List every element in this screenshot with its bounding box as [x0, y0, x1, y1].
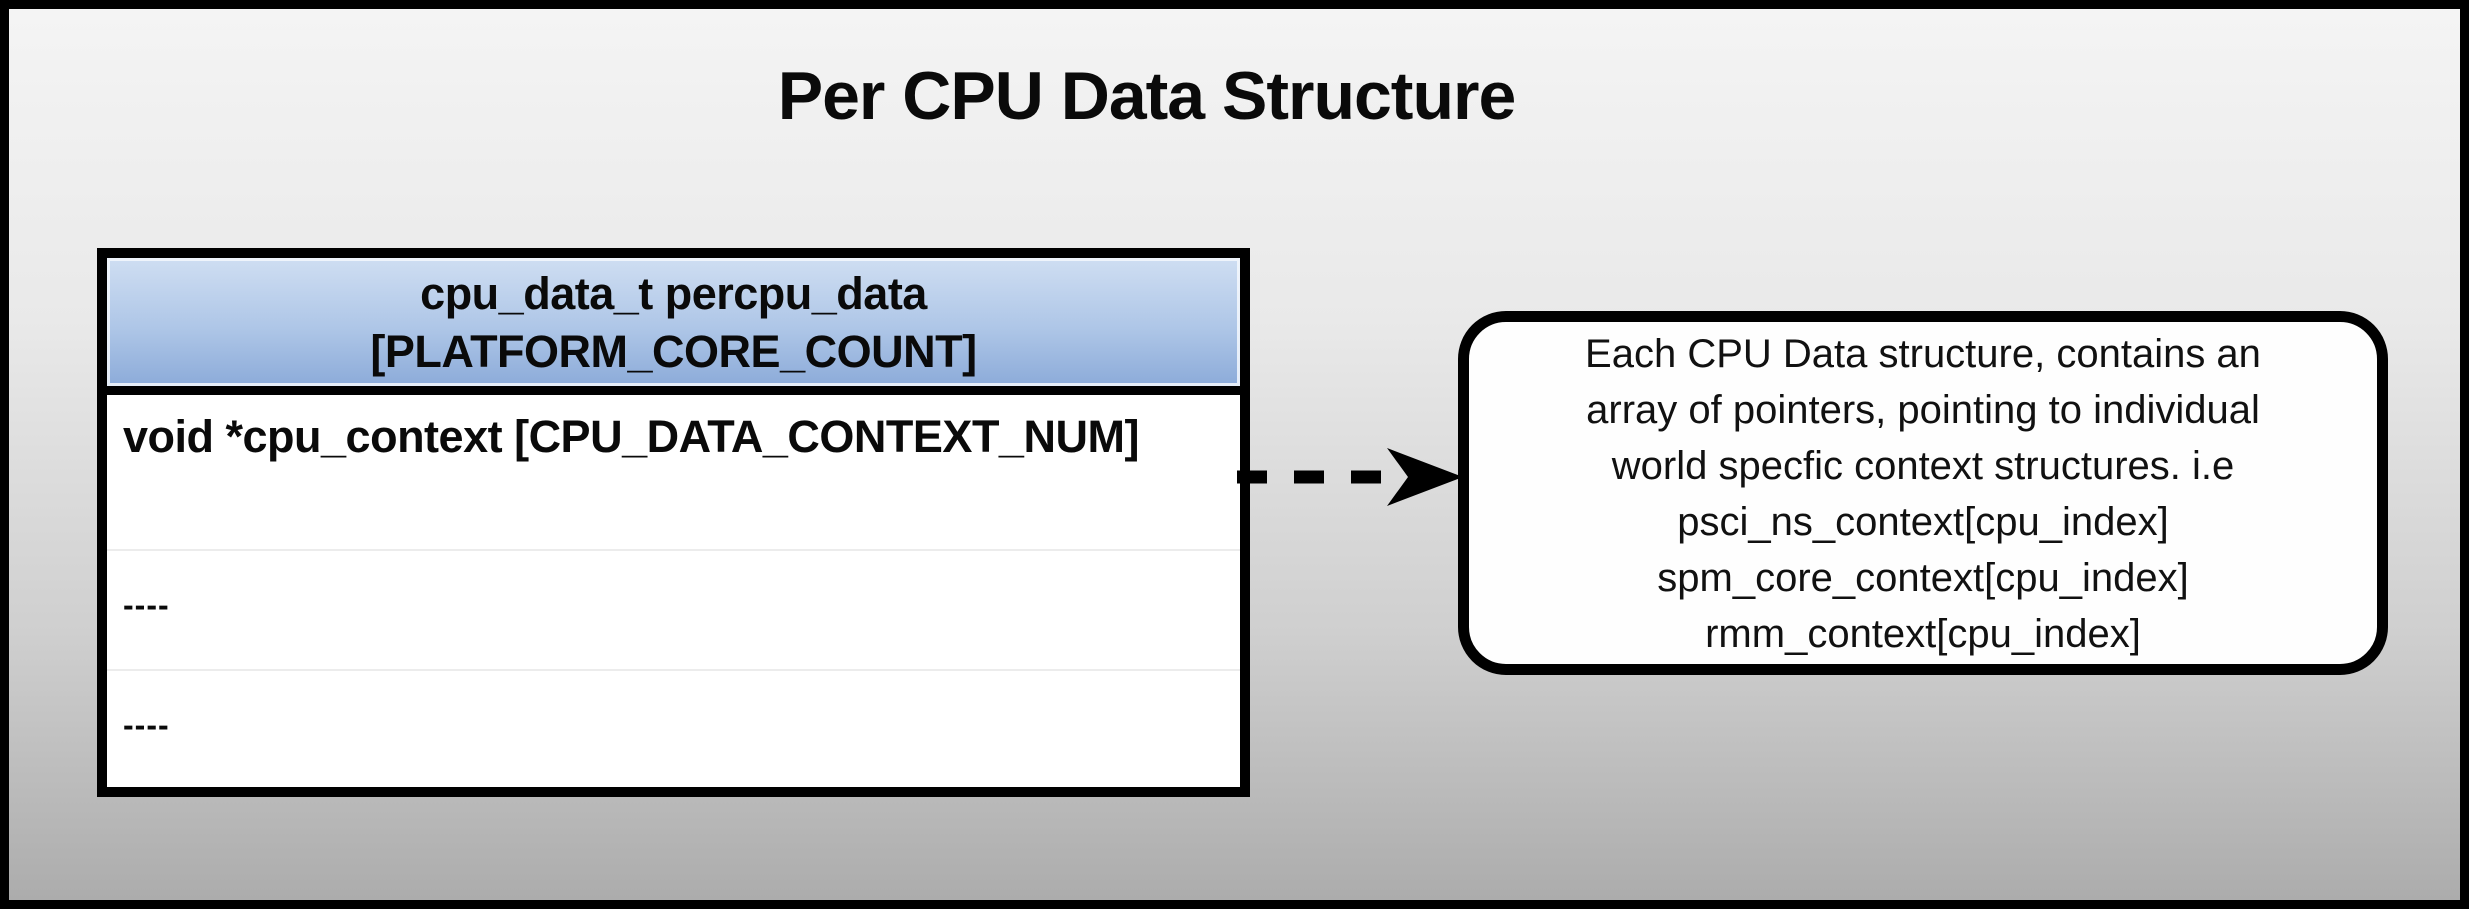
diagram-title: Per CPU Data Structure — [777, 58, 1517, 134]
struct-table-header: cpu_data_t percpu_data [PLATFORM_CORE_CO… — [107, 258, 1240, 395]
cpu-data-note-box: Each CPU Data structure, contains an arr… — [1458, 311, 2388, 675]
note-line: psci_ns_context[cpu_index] — [1677, 500, 2169, 544]
dashed-arrow — [1237, 445, 1467, 509]
note-line: rmm_context[cpu_index] — [1705, 612, 2141, 656]
note-line: world specfic context structures. i.e — [1611, 444, 2235, 488]
table-row-placeholder-1: ---- — [107, 551, 1240, 671]
cpu-data-struct-table: cpu_data_t percpu_data [PLATFORM_CORE_CO… — [97, 248, 1250, 797]
dashed-arrow-icon — [1237, 448, 1463, 506]
note-line: Each CPU Data structure, contains an — [1585, 332, 2261, 376]
table-row-placeholder-2: ---- — [123, 707, 170, 743]
note-line: array of pointers, pointing to individua… — [1586, 388, 2260, 432]
note-line: spm_core_context[cpu_index] — [1657, 556, 2189, 600]
table-row-cpu-context: void *cpu_context [CPU_DATA_CONTEXT_NUM] — [107, 395, 1240, 551]
struct-header-line1: cpu_data_t percpu_data — [420, 268, 927, 319]
struct-header-line2: [PLATFORM_CORE_COUNT] — [370, 326, 977, 377]
